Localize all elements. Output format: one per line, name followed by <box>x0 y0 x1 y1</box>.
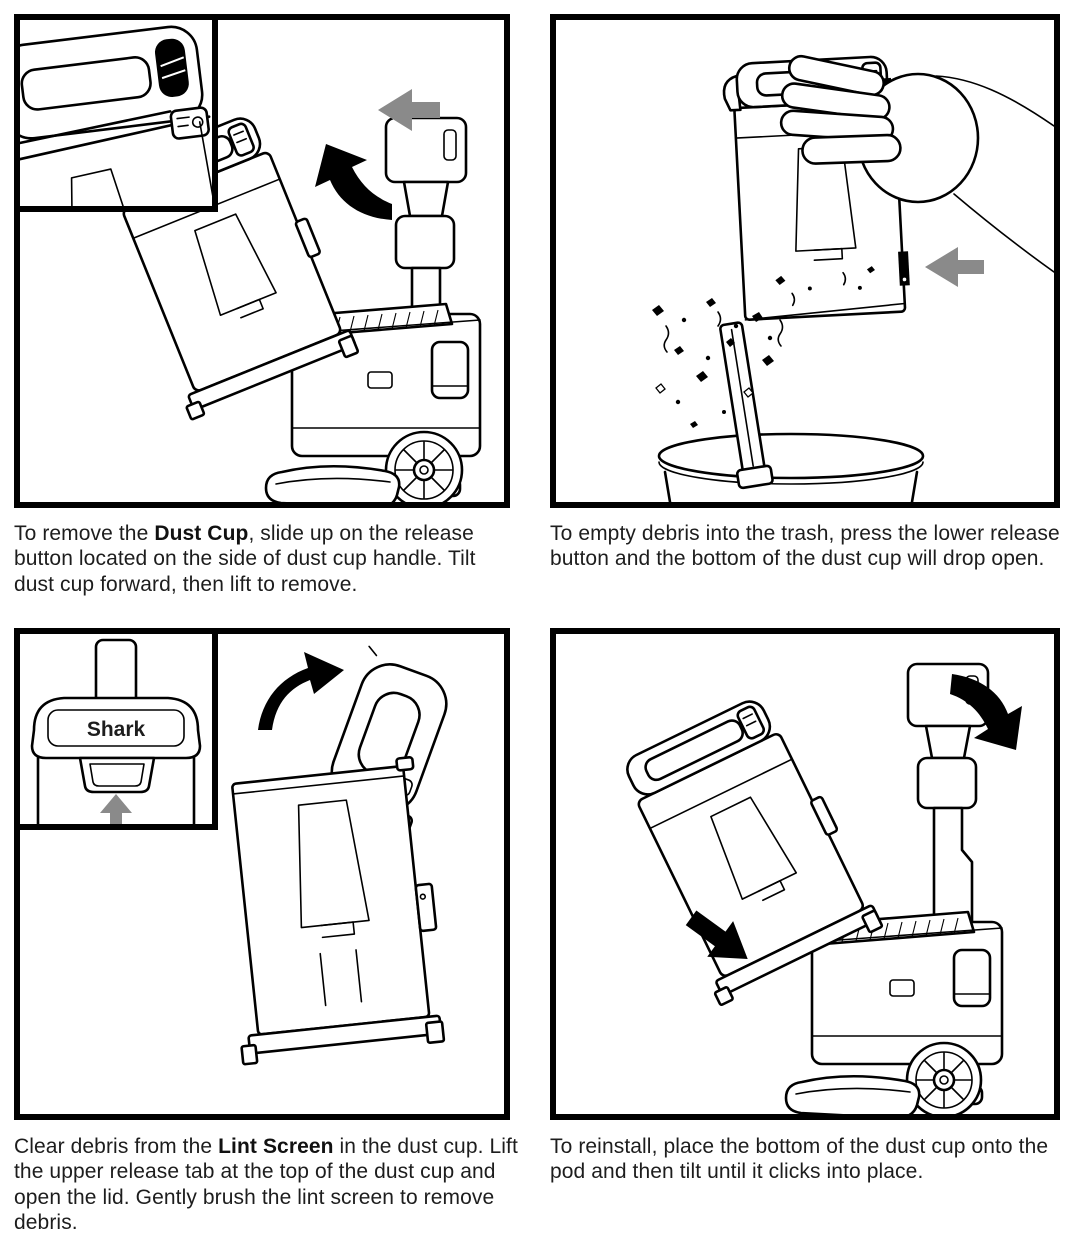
tilt-curved-arrow-icon <box>315 144 392 220</box>
open-lid-curved-arrow-icon <box>258 652 344 730</box>
panel-remove-dust-cup <box>14 14 510 508</box>
slide-up-arrow-icon <box>378 89 440 131</box>
handle-closeup-inset <box>14 14 218 212</box>
debris-in-cup <box>775 266 875 307</box>
panel-empty-debris <box>550 14 1060 508</box>
dust-cup <box>231 756 446 1066</box>
vacuum-body <box>784 662 1004 1114</box>
floor-nozzle <box>264 464 401 502</box>
cup-body-sides <box>36 756 196 824</box>
panel-reinstall-dust-cup <box>550 628 1060 1120</box>
lower-release-button <box>898 251 910 286</box>
cup-top-illustration: Shark <box>30 638 202 824</box>
caption-empty-debris: To empty debris into the trash, press th… <box>550 522 1060 571</box>
press-button-arrow-icon <box>925 247 984 287</box>
hand <box>779 54 1054 273</box>
place-arrow-icon <box>685 910 748 959</box>
release-tab <box>78 756 156 794</box>
cup-post <box>94 638 138 708</box>
tilt-in-curved-arrow-icon <box>950 674 1022 750</box>
empty-debris-illustration <box>652 54 1054 502</box>
caption-clear-lint-screen: Clear debris from the Lint Screen in the… <box>14 1135 518 1235</box>
release-button <box>154 38 189 97</box>
cup-lid <box>30 696 202 760</box>
caption-reinstall: To reinstall, place the bottom of the du… <box>550 1135 1049 1184</box>
handle-closeup-illustration <box>20 25 212 206</box>
cup-top-inset: Shark <box>14 628 218 830</box>
open-bottom-lid <box>719 321 774 490</box>
trash-can <box>657 432 925 502</box>
shark-logo: Shark <box>87 718 146 741</box>
rear-wheel <box>905 1041 983 1114</box>
falling-debris <box>652 298 784 428</box>
panel-clear-lint-screen: Shark <box>14 628 510 1120</box>
lift-tab-arrow-icon <box>100 794 132 824</box>
reinstall-illustration <box>626 662 1022 1114</box>
caption-remove-dust-cup: To remove the Dust Cup, slide up on the … <box>14 522 476 596</box>
clear-lint-screen-illustration <box>231 645 448 1066</box>
rear-wheel <box>384 430 464 502</box>
floor-nozzle <box>784 1074 921 1114</box>
remove-dust-cup-illustration <box>113 89 482 502</box>
